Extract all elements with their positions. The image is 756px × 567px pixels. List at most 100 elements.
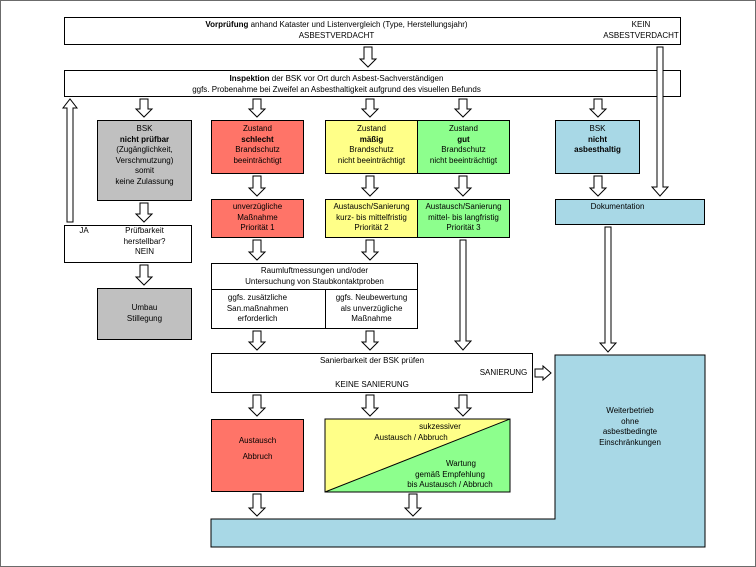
- maessig-line3: Brandschutz: [349, 145, 394, 155]
- vorpruefung-box: [64, 17, 681, 45]
- keine-sanierung-label: KEINE SANIERUNG: [335, 380, 409, 389]
- wartung-line1: Wartung: [446, 459, 476, 468]
- schlecht-line1: Zustand: [243, 124, 272, 133]
- arrow-vorpruefung-inspektion: [358, 46, 378, 68]
- nicht-pruefbar-line3: (Zugänglichkeit,: [116, 145, 173, 155]
- arrow-gut-prio3: [453, 175, 473, 197]
- kein-label: KEIN: [631, 20, 651, 29]
- pruefbarkeit-box: [64, 225, 192, 263]
- prio1-box: [211, 199, 304, 238]
- maessig-text: Zustand mäßig Brandschutz nicht beeinträ…: [325, 124, 418, 166]
- nicht-pruefbar-line1: BSK: [136, 124, 153, 133]
- inspektion-line2: ggfs. Probenahme bei Zweifel an Asbestha…: [192, 84, 481, 94]
- prio1-line1: unverzügliche: [232, 202, 283, 211]
- arrow-nicht-pruefbar-pruefbarkeit: [134, 202, 154, 223]
- sukzessiver-line2: Austausch / Abbruch: [374, 432, 448, 442]
- nicht-pruefbar-box: [97, 120, 192, 201]
- nicht-asbesthaltig-line2: nicht: [587, 134, 608, 144]
- neubewertung-text: ggfs. Neubewertung als unverzügliche Maß…: [325, 293, 418, 325]
- raumluft-text: Raumluftmessungen und/oder Untersuchung …: [211, 266, 418, 287]
- gut-line4: nicht beeinträchtigt: [429, 155, 498, 165]
- arrow-austausch-abbruch-out: [247, 493, 267, 517]
- raumluft-divider: [325, 289, 326, 329]
- arrow-to-maessig: [360, 98, 380, 118]
- maessig-line4: nicht beeinträchtigt: [337, 155, 406, 165]
- prio2-box: [325, 199, 418, 238]
- schlecht-box: [211, 120, 304, 174]
- neubewertung-line3: Maßnahme: [351, 314, 392, 324]
- umbau-text: Umbau Stillegung: [97, 303, 192, 324]
- weiterbetrieb-line2: ohne: [621, 416, 639, 426]
- inspektion-rest: der BSK vor Ort durch Asbest-Sachverstän…: [269, 74, 444, 83]
- schlecht-text: Zustand schlecht Brandschutz beeinträcht…: [211, 124, 304, 166]
- wartung-line2: gemäß Empfehlung: [415, 469, 485, 479]
- neubewertung-line1: ggfs. Neubewertung: [335, 293, 408, 302]
- weiterbetrieb-area: [210, 354, 706, 548]
- austausch-label: Austausch: [238, 436, 277, 445]
- arrow-to-split-right: [453, 394, 473, 417]
- vorpruefung-text: Vorprüfung anhand Kataster und Listenver…: [64, 20, 609, 41]
- prio1-line2: Maßnahme: [237, 212, 278, 222]
- schlecht-line2: schlecht: [241, 134, 274, 144]
- neubewertung-line2: als unverzügliche: [340, 303, 403, 313]
- arrow-kein-asbestverdacht: [650, 46, 670, 197]
- arrow-split-out: [403, 493, 423, 517]
- pruefbarkeit-line2: herstellbar?: [123, 236, 166, 246]
- weiterbetrieb-line3: asbestbedingte: [602, 427, 658, 437]
- raumluft-split-line: [211, 289, 418, 290]
- austausch-abbruch-text: Austausch Abbruch: [211, 433, 304, 465]
- gut-text: Zustand gut Brandschutz nicht beeinträch…: [417, 124, 510, 166]
- split-box-border: [324, 418, 511, 493]
- arrow-maessig-prio2: [360, 175, 380, 197]
- asbestverdacht-label: ASBESTVERDACHT: [298, 30, 375, 40]
- inspektion-text: Inspektion der BSK vor Ort durch Asbest-…: [64, 74, 609, 95]
- arrow-to-schlecht: [247, 98, 267, 118]
- arrow-to-austausch-abbruch: [247, 394, 267, 417]
- wartung-text: Wartung gemäß Empfehlung bis Austausch /…: [380, 459, 520, 491]
- austausch-abbruch-box: [211, 419, 304, 492]
- prio3-text: Austausch/Sanierung mittel- bis langfris…: [417, 202, 510, 234]
- prio2-line3: Priorität 2: [354, 223, 389, 233]
- zusaetzliche-line1: ggfs. zusätzliche: [227, 293, 288, 302]
- sanierbarkeit-box: [211, 353, 533, 393]
- maessig-box: [325, 120, 418, 174]
- arrow-asbesthaltig-dokumentation: [588, 175, 608, 197]
- dokumentation-box: [555, 199, 705, 225]
- prio3-line2: mittel- bis langfristig: [428, 212, 499, 222]
- zusaetzliche-line3: erforderlich: [237, 314, 278, 324]
- wartung-line3: bis Austausch / Abbruch: [407, 480, 493, 490]
- nicht-asbesthaltig-line3: asbesthaltig: [574, 145, 621, 155]
- gut-box: [417, 120, 510, 174]
- prio3-line3: Priorität 3: [446, 223, 481, 233]
- arrow-dokumentation-weiterbetrieb: [598, 226, 618, 353]
- weiterbetrieb-line4: Einschränkungen: [599, 437, 661, 447]
- maessig-line1: Zustand: [357, 124, 386, 133]
- gut-line3: Brandschutz: [441, 145, 486, 155]
- nicht-pruefbar-line5: somit: [134, 166, 155, 176]
- raumluft-line2: Untersuchung von Staubkontaktproben: [245, 276, 384, 286]
- arrow-to-split-left: [360, 394, 380, 417]
- umbau-line1: Umbau: [131, 303, 158, 312]
- zusaetzliche-text: ggfs. zusätzliche San.maßnahmen erforder…: [211, 293, 304, 325]
- kein-asbestverdacht-text: KEIN ASBESTVERDACHT: [598, 20, 684, 41]
- nicht-asbesthaltig-box: [555, 120, 640, 174]
- prio2-line2: kurz- bis mittelfristig: [336, 212, 407, 222]
- nicht-pruefbar-line4: Verschmutzung): [115, 155, 174, 165]
- umbau-line2: Stillegung: [126, 313, 163, 323]
- prio2-line1: Austausch/Sanierung: [333, 202, 410, 211]
- arrow-zusaetzliche-sanierbarkeit: [247, 330, 267, 351]
- sanierung-label: SANIERUNG: [479, 368, 528, 377]
- arrow-pruefbarkeit-umbau: [134, 264, 154, 286]
- prio1-text: unverzügliche Maßnahme Priorität 1: [211, 202, 304, 234]
- ja-label: JA: [79, 226, 89, 235]
- arrow-to-nicht-pruefbar: [134, 98, 154, 118]
- raumluft-box: [211, 263, 418, 329]
- prio3-box: [417, 199, 510, 238]
- pruefbarkeit-text: Prüfbarkeit herstellbar? NEIN: [97, 226, 192, 258]
- maessig-line2: mäßig: [359, 134, 384, 144]
- dokumentation-text: Dokumentation: [590, 202, 645, 211]
- sukzessiver-text: sukzessiver Austausch / Abbruch: [326, 422, 496, 443]
- sukzessiver-line1: sukzessiver: [419, 422, 461, 431]
